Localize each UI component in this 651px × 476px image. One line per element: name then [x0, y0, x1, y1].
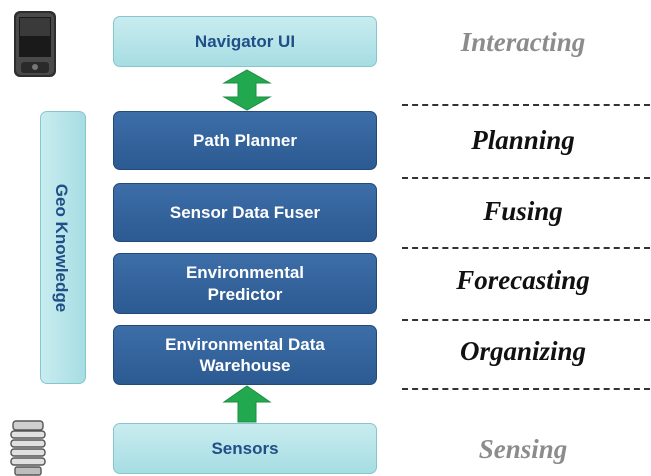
smartphone-icon [14, 11, 56, 77]
stage-fusing: Fusing [483, 196, 563, 226]
environmental-predictor-label-line2: Predictor [207, 284, 283, 304]
environmental-predictor-label-line1: Environmental [185, 263, 305, 283]
environmental-predictor-box: Environmental Predictor [113, 253, 377, 314]
separator [402, 104, 650, 106]
separator [402, 319, 650, 321]
stage-interacting: Interacting [460, 27, 586, 57]
stage-forecasting: Forecasting [456, 265, 590, 295]
separator [402, 177, 650, 179]
up-arrow [222, 385, 272, 423]
environmental-data-warehouse-label-line1: Environmental Data [165, 334, 325, 354]
geo-knowledge-box [40, 111, 86, 384]
path-planner-box: Path Planner [113, 111, 377, 170]
path-planner-label: Path Planner [193, 130, 297, 150]
sensor-data-fuser-label: Sensor Data Fuser [169, 202, 321, 222]
stage-planning: Planning [471, 125, 575, 155]
navigator-ui-box: Navigator UI [113, 16, 377, 67]
navigator-ui-label: Navigator UI [194, 31, 296, 51]
geo-knowledge-label: Geo Knowledge [52, 183, 71, 313]
double-arrow [222, 69, 272, 111]
stage-sensing: Sensing [478, 434, 568, 464]
weather-sensor-icon [10, 420, 46, 476]
sensor-data-fuser-box: Sensor Data Fuser [113, 183, 377, 242]
stage-organizing: Organizing [459, 336, 587, 366]
separator [402, 247, 650, 249]
environmental-data-warehouse-label-line2: Warehouse [199, 356, 291, 375]
sensors-label: Sensors [211, 438, 279, 458]
separator [402, 388, 650, 390]
sensors-box: Sensors [113, 423, 377, 474]
environmental-data-warehouse-box: Environmental Data Warehouse [113, 325, 377, 385]
